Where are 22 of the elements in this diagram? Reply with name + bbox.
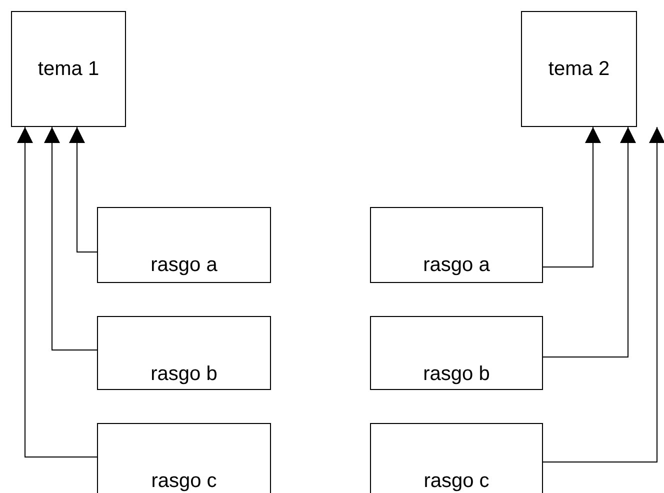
node-label: rasgo c <box>424 470 490 493</box>
arrow <box>542 126 664 462</box>
node-label: rasgo a <box>423 254 490 277</box>
arrow <box>44 126 98 350</box>
node-label: rasgo b <box>423 363 490 386</box>
node-label: tema 2 <box>548 58 610 80</box>
feature-box <box>370 316 543 390</box>
feature-box <box>97 316 271 390</box>
node-label: rasgo c <box>151 470 217 493</box>
arrow <box>542 126 636 358</box>
node-label: tema 1 <box>38 58 100 80</box>
node-label: rasgo a <box>150 254 218 277</box>
arrow <box>69 126 98 252</box>
topic-box <box>521 11 637 127</box>
node-label: rasgo b <box>150 363 218 386</box>
arrow <box>17 126 98 458</box>
feature-box <box>97 207 271 283</box>
feature-box <box>370 207 543 283</box>
topic-box <box>11 11 126 127</box>
arrow <box>542 126 601 268</box>
feature-box <box>97 423 271 493</box>
feature-box <box>370 423 543 493</box>
